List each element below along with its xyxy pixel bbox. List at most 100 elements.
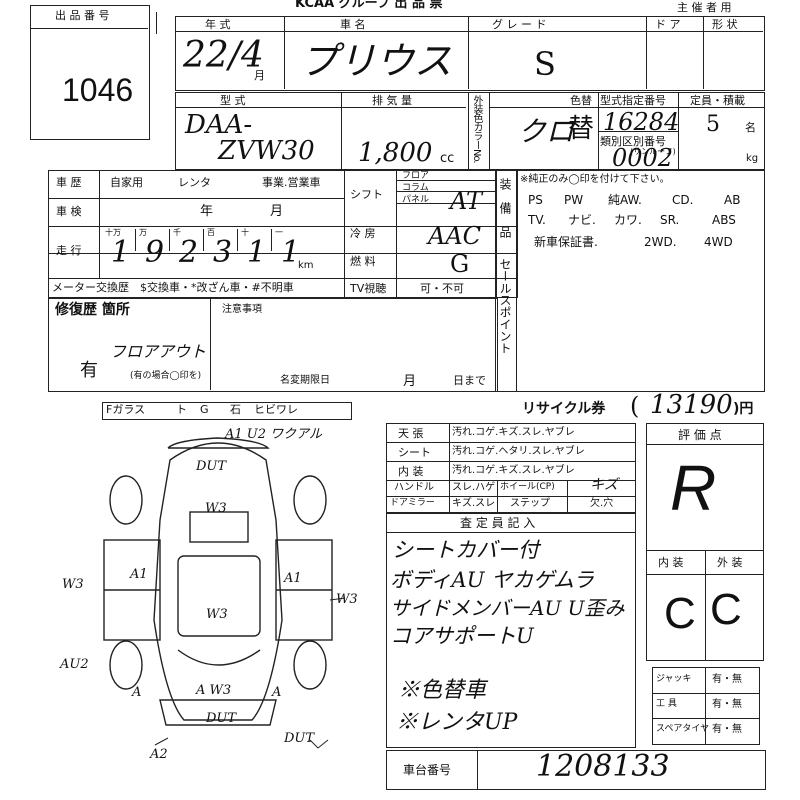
interior-value: C (664, 589, 696, 638)
month-suffix: 月 (254, 69, 265, 82)
repair-note: (有の場合◯印を) (130, 371, 202, 381)
type-label: 型 式 (220, 94, 246, 107)
repair-label: 修復歴 箇所 (55, 302, 130, 318)
displacement-label: 排 気 量 (372, 94, 412, 107)
accessory-label: 工 具 (656, 699, 677, 709)
lot-number: 1046 (62, 72, 134, 108)
glass-item: ト (176, 403, 187, 416)
glass-item: Fガラス (106, 403, 146, 416)
mark-bumper: DUT (205, 711, 237, 726)
mark-hood-2: W3 (205, 501, 227, 516)
equipment-item: 4WD (704, 235, 733, 249)
inspector-box (386, 513, 636, 748)
inspector-note-1: ※色替車 (398, 678, 487, 703)
chassis-label: 車台番号 (403, 763, 452, 777)
digit-label: 百 (207, 228, 215, 237)
year-label: 年 式 (205, 18, 231, 31)
color-change-value: 替 (568, 114, 595, 144)
condition-box (386, 423, 636, 513)
history-label: 車 歴 (56, 176, 82, 189)
mileage-digit: 9 (145, 235, 165, 270)
mileage-digit: 1 (281, 235, 301, 270)
fuel-label: 燃 料 (350, 255, 376, 268)
exterior-label: 外 装 (717, 556, 743, 569)
equipment-item: 純AW. (608, 193, 642, 207)
digit-label: 万 (139, 228, 147, 237)
history-private: 自家用 (110, 176, 143, 189)
handle-label: ハンドル (394, 482, 434, 493)
score-label: 評 価 点 (678, 428, 722, 442)
mark-right-side: W3 (336, 592, 358, 607)
inspector-line-4: コアサポートU (390, 624, 534, 648)
digit-label: 千 (173, 228, 181, 237)
recycle-label: リサイクル券 (522, 401, 606, 417)
repair-handwritten: フロアアウト (110, 342, 207, 361)
accessory-value: 有・無 (712, 674, 742, 685)
accessory-value: 有・無 (712, 724, 742, 735)
shift-panel: パネル (402, 195, 430, 205)
condition-row-label: 内 装 (398, 465, 424, 478)
shift-column: コラム (402, 183, 429, 193)
inspector-note-2: ※レンタUP (396, 710, 518, 735)
mirror-label: ドアミラー (390, 498, 435, 508)
km-unit: km (298, 260, 314, 271)
accessory-value: 有・無 (712, 699, 742, 710)
digit-label: 十万 (105, 228, 121, 237)
displacement-unit: cc (440, 151, 455, 166)
shift-value: AT (450, 187, 483, 215)
score-box (646, 423, 764, 661)
condition-row-options: 汚れ.コゲ.キズ.スレ.ヤブレ (452, 465, 575, 476)
color-change-label: 色替 (570, 94, 592, 107)
mark-bottom-left: AU2 (59, 657, 89, 672)
mileage-digit: 1 (111, 235, 131, 270)
capacity-label: 定員・積載 (690, 94, 745, 107)
grade-value: S (534, 45, 556, 83)
chassis-box (386, 750, 766, 790)
type-number-value: 16284 (603, 108, 680, 136)
mark-left-a: A1 (129, 567, 148, 582)
shape-label: 形 状 (712, 18, 738, 31)
mileage-label: 走 行 (56, 244, 82, 257)
handle-options: スレ.ハゲ (452, 482, 496, 493)
capacity-value: 5 (706, 112, 720, 137)
equipment-item: CD. (672, 193, 694, 207)
equipment-note: ※純正のみ◯印を付けて下さい。 (520, 174, 670, 185)
grade-label: グ レ ー ド (492, 18, 547, 31)
model-value: プリウス (300, 39, 453, 83)
meter-options: $交換車・*改ざん車・#不明車 (140, 281, 294, 294)
inspection-label: 車 検 (56, 205, 82, 218)
wheel-label: ホイール(CP) (500, 482, 555, 492)
mark-bottom-right: DUT (283, 731, 315, 746)
meter-label: メーター交換歴 (52, 281, 129, 294)
inspection-month: 月 (270, 204, 284, 219)
repair-divider (210, 298, 211, 390)
accessory-label: スペアタイヤ (656, 724, 710, 734)
equipment-item: TV. (528, 213, 546, 227)
condition-row-options: 汚れ.コゲ.キズ.スレ.ヤブレ (452, 427, 575, 438)
exterior-value: C (710, 585, 742, 634)
shift-label: シフト (350, 188, 383, 201)
mileage-digit: 2 (179, 235, 199, 270)
tv-value: 可・不可 (420, 282, 464, 295)
mileage-digit: 3 (213, 235, 233, 270)
inspector-label: 査 定 員 記 入 (460, 516, 536, 530)
sales-point-label: セールスポイント (498, 258, 512, 354)
mark-rear-mid: A W3 (195, 683, 231, 698)
type-value-2: ZVW30 (218, 136, 315, 166)
row-type (175, 92, 765, 170)
recycle-value: 13190 (650, 390, 733, 420)
mark-rear-right: A (271, 685, 281, 700)
inspector-line-1: シートカバー付 (392, 538, 539, 562)
deadline-label: 名変期限日 (280, 375, 330, 386)
glass-item: 石 (230, 403, 241, 416)
ac-value: AAC (428, 222, 482, 250)
kg-unit: kg (746, 153, 759, 164)
capacity-unit: 名 (745, 121, 756, 134)
category-label: 類別区別番号 (600, 135, 666, 148)
tv-label: TV視聴 (350, 282, 387, 295)
inspector-line-2: ボディAU ヤカゲムラ (390, 568, 594, 592)
divider-tick (156, 12, 157, 34)
mark-hood: DUT (195, 459, 227, 474)
organizer-label: 主 催 者 用 (677, 1, 732, 14)
